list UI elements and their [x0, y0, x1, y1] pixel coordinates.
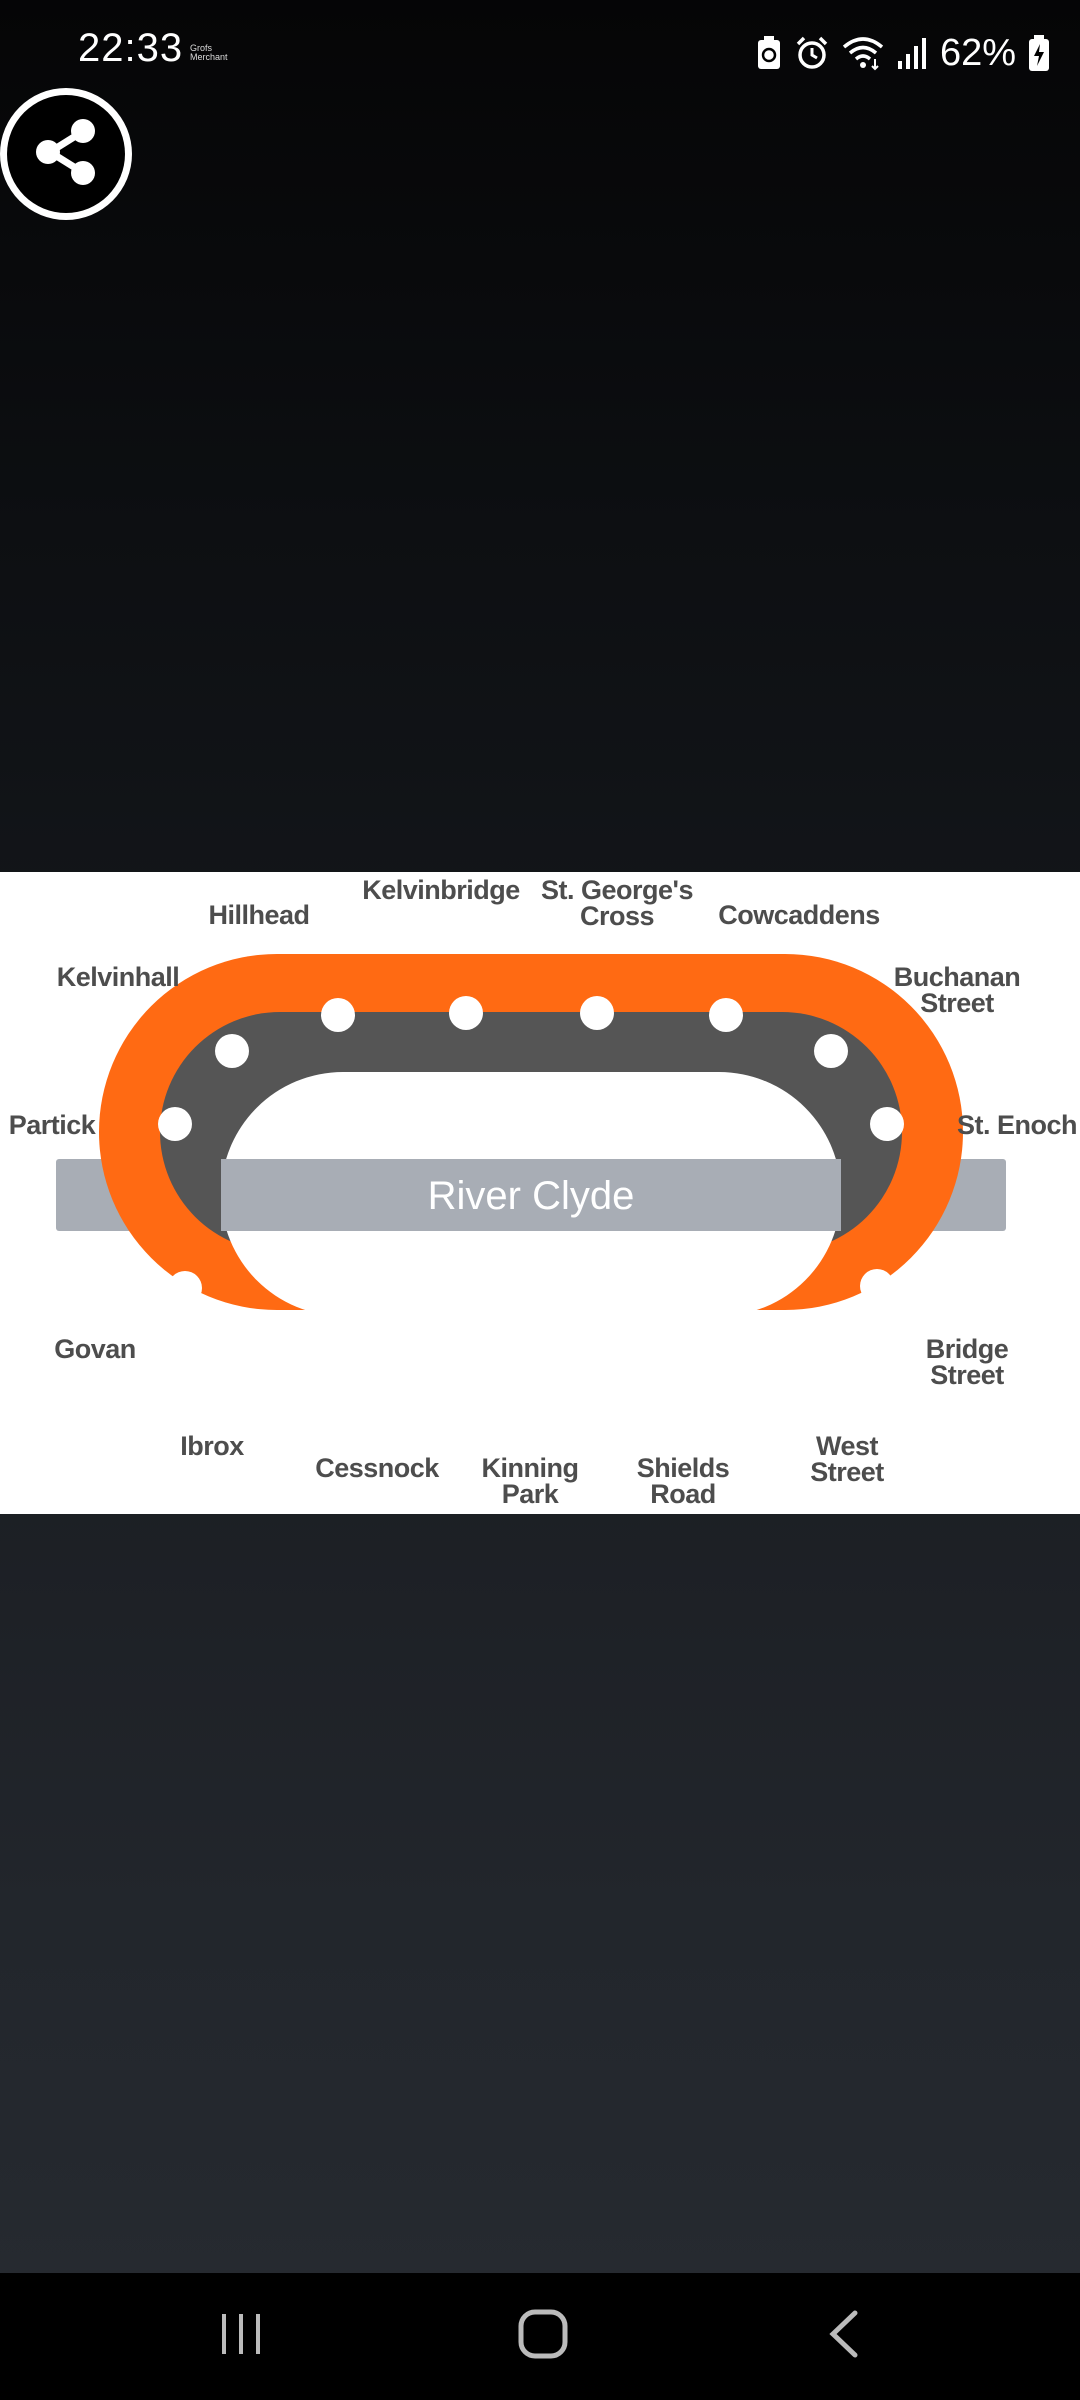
back-button[interactable]: [765, 2273, 925, 2400]
stop-west-street: [774, 1345, 808, 1379]
station-shields-line2: Road: [650, 1479, 716, 1509]
share-button[interactable]: [0, 88, 132, 220]
station-kelvinbridge: Kelvinbridge: [362, 875, 520, 905]
station-kinning-line2: Park: [502, 1479, 560, 1509]
subway-map-image[interactable]: River Clyde Inner Circle Outer Circle Hi…: [0, 872, 1080, 1514]
stop-bridge-street: [860, 1269, 894, 1303]
stop-kelvinhall: [215, 1034, 249, 1068]
stop-kinning-park: [514, 1361, 548, 1395]
river-inner: [221, 1159, 841, 1231]
battery-percent: 62%: [939, 31, 1016, 74]
station-stops: [158, 996, 904, 1395]
station-buchanan-line2: Street: [920, 988, 994, 1018]
station-shields-line1: Shields: [637, 1453, 730, 1483]
stop-partick: [158, 1107, 192, 1141]
station-kelvinhall: Kelvinhall: [57, 962, 180, 992]
station-govan: Govan: [54, 1334, 136, 1364]
river-label: River Clyde: [428, 1174, 635, 1218]
outer-circle-label: Outer Circle: [496, 1405, 588, 1422]
signal-icon: [896, 35, 928, 71]
station-cowcaddens: Cowcaddens: [718, 900, 880, 930]
share-icon: [26, 112, 106, 197]
station-st-georges-line1: St. George's: [541, 875, 693, 905]
status-time: 22:33: [78, 26, 184, 70]
stop-st-georges-cross: [580, 996, 614, 1030]
stop-govan: [168, 1271, 202, 1305]
outer-circle-arrow-icon: [484, 1405, 498, 1419]
station-buchanan-line1: Buchanan: [894, 962, 1021, 992]
notification-app-label: Grofs Merchant: [190, 43, 228, 62]
back-icon: [825, 2309, 865, 2364]
status-icons: 62%: [756, 28, 1050, 78]
station-st-georges-line2: Cross: [580, 901, 654, 931]
wifi-icon: [842, 35, 884, 71]
stop-kelvinbridge: [449, 996, 483, 1030]
station-bridge-line2: Street: [930, 1360, 1004, 1390]
navigation-bar: [0, 2273, 1080, 2400]
station-bridge-line1: Bridge: [926, 1334, 1009, 1364]
stop-ibrox: [254, 1345, 288, 1379]
home-button[interactable]: [463, 2273, 623, 2400]
stop-hillhead: [321, 998, 355, 1032]
stop-buchanan-street: [814, 1034, 848, 1068]
station-hillhead: Hillhead: [208, 900, 309, 930]
battery-charging-icon: [1028, 34, 1050, 72]
stop-cowcaddens: [709, 998, 743, 1032]
station-cessnock: Cessnock: [315, 1453, 440, 1483]
station-kinning-line1: Kinning: [482, 1453, 579, 1483]
alarm-icon: [794, 35, 830, 71]
status-bar: 22:33 Grofs Merchant: [0, 0, 1080, 108]
home-icon: [518, 2309, 568, 2364]
station-ibrox: Ibrox: [180, 1431, 244, 1461]
station-partick: Partick: [9, 1110, 97, 1140]
station-west-line1: West: [816, 1431, 879, 1461]
station-st-enoch: St. Enoch: [957, 1110, 1077, 1140]
station-west-line2: Street: [810, 1457, 884, 1487]
inner-circle-arrow-icon: [566, 1333, 580, 1347]
stop-cessnock: [376, 1359, 410, 1393]
recents-button[interactable]: [161, 2273, 321, 2400]
stop-shields-road: [652, 1358, 686, 1392]
battery-saver-icon: [756, 35, 782, 71]
stop-st-enoch: [870, 1107, 904, 1141]
subway-map: River Clyde Inner Circle Outer Circle Hi…: [9, 875, 1078, 1509]
inner-circle-label: Inner Circle: [476, 1333, 564, 1350]
recents-icon: [218, 2311, 264, 2362]
